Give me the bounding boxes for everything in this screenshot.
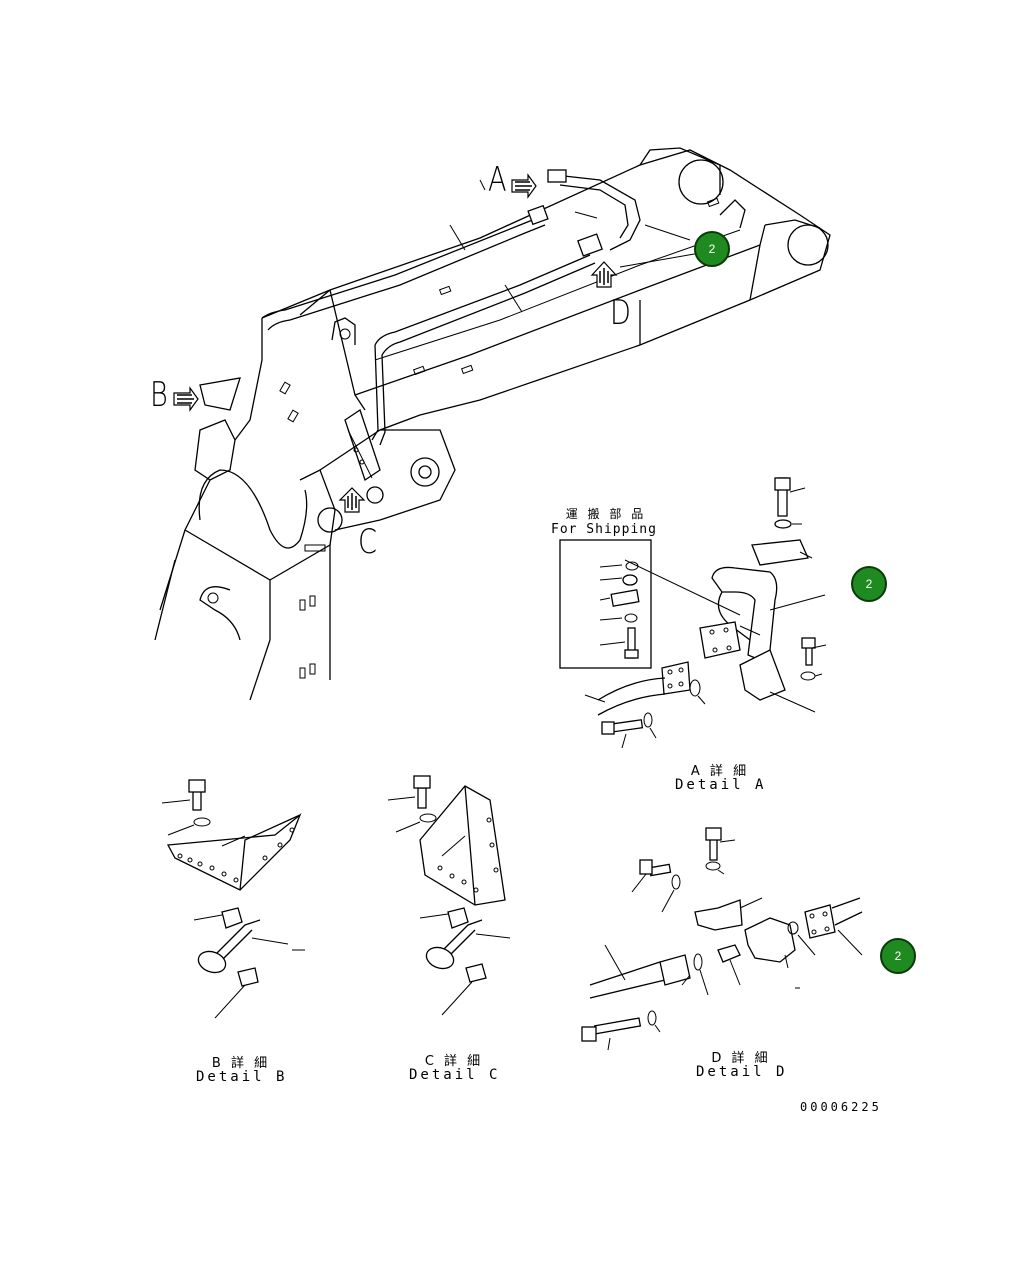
detail-d-drawing [581, 827, 863, 1051]
part-callout-marker[interactable]: 2 [851, 566, 887, 602]
view-label-b: B [150, 375, 168, 415]
detail-a-jp: A 詳 細 [690, 764, 750, 779]
shipping-title-jp: 運 搬 部 品 [565, 507, 647, 521]
view-label-c: C [358, 522, 377, 562]
view-arrow-b [173, 386, 199, 412]
view-arrow-a [511, 173, 537, 199]
detail-c-en: Detail C [409, 1067, 501, 1083]
detail-b-drawing [161, 779, 305, 1019]
detail-d-en: Detail D [696, 1064, 788, 1080]
view-label-d: D [610, 293, 631, 333]
detail-c-drawing [387, 775, 511, 1016]
detail-d-jp: D 詳 細 [711, 1051, 771, 1066]
shipping-title-en: For Shipping [551, 522, 657, 537]
drawing-number: 00006225 [800, 1100, 882, 1114]
boom-assembly [154, 147, 831, 701]
detail-a-drawing [584, 477, 827, 749]
view-label-a: A [488, 160, 507, 200]
part-callout-marker[interactable]: 2 [880, 938, 916, 974]
detail-c-jp: C 詳 細 [424, 1054, 484, 1069]
shipping-parts-box [559, 539, 741, 669]
detail-b-jp: B 詳 細 [211, 1056, 271, 1071]
view-arrow-c [338, 487, 366, 513]
detail-b-en: Detail B [196, 1069, 288, 1085]
part-callout-marker[interactable]: 2 [694, 231, 730, 267]
view-arrow-d [590, 261, 618, 288]
detail-a-en: Detail A [675, 777, 767, 793]
